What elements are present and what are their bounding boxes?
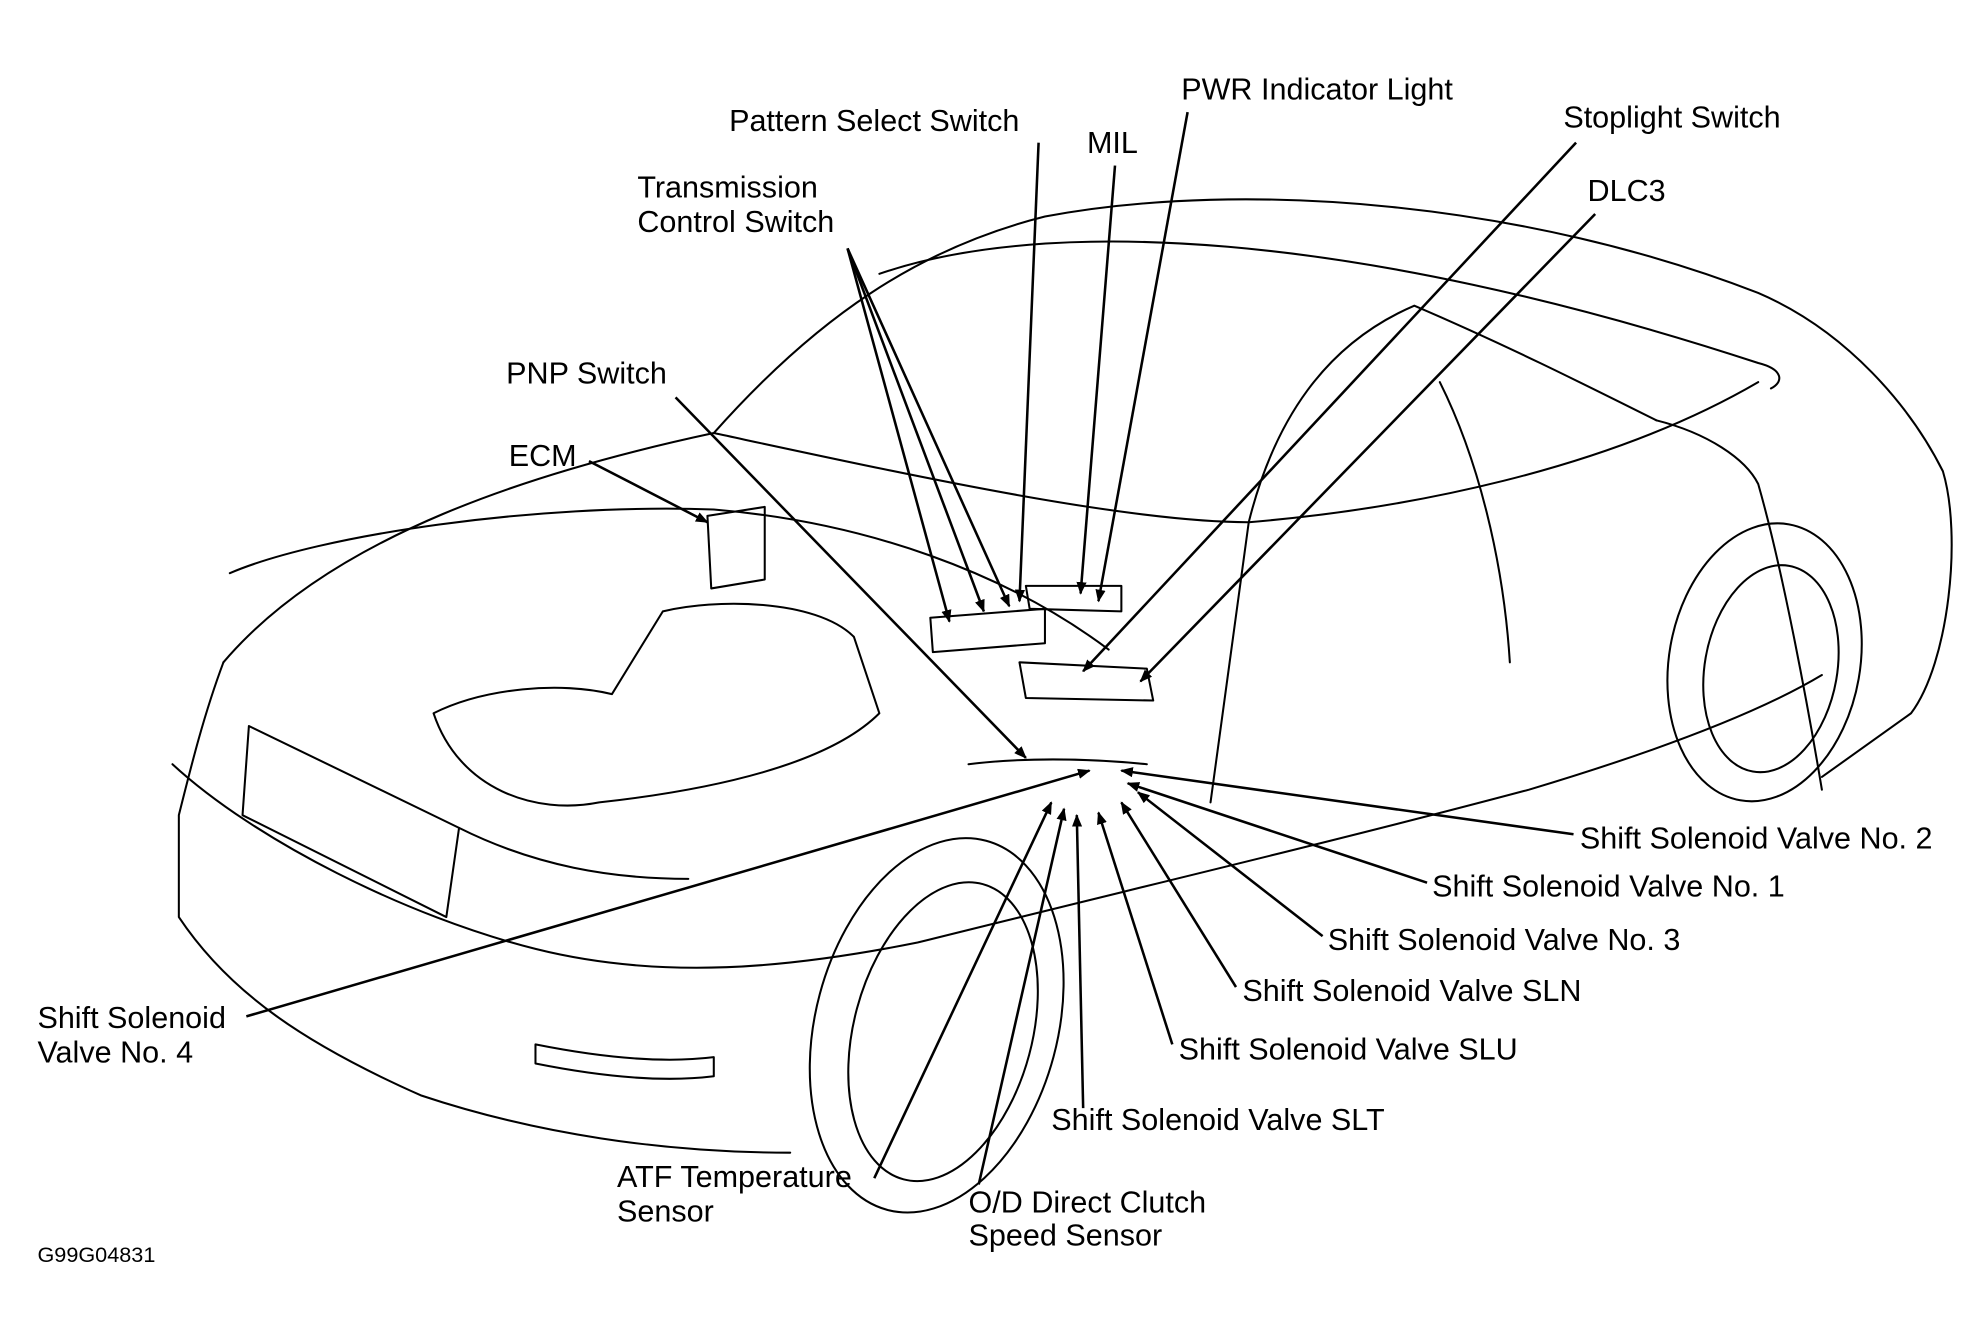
leader-pwr-indicator-light <box>1095 111 1189 603</box>
leader-ssv-no4 <box>245 768 1091 1018</box>
leader-ssv-no1 <box>1126 782 1428 884</box>
label-dlc3: DLC3 <box>1588 174 1666 208</box>
leader-od-direct-clutch-speed-sensor <box>977 807 1067 1185</box>
leader-lines <box>245 111 1597 1185</box>
label-ssv-no4-line1: Shift Solenoid <box>37 1001 226 1035</box>
leader-ssv-slt <box>1071 813 1085 1109</box>
label-ssv-no2: Shift Solenoid Valve No. 2 <box>1580 821 1933 855</box>
leader-ecm <box>588 459 709 524</box>
leader-pattern-select-switch <box>1014 142 1040 603</box>
leader-transmission-control-switch-c <box>846 247 1011 608</box>
label-stoplight-switch: Stoplight Switch <box>1563 100 1780 134</box>
label-ssv-slt: Shift Solenoid Valve SLT <box>1051 1103 1384 1137</box>
leader-ssv-no2 <box>1120 767 1574 836</box>
leader-ssv-no3 <box>1136 791 1324 938</box>
leader-transmission-control-switch-b <box>846 247 986 613</box>
label-od-direct-clutch-line1: O/D Direct Clutch <box>969 1186 1207 1220</box>
label-pattern-select-switch: Pattern Select Switch <box>729 104 1019 138</box>
leader-pnp-switch <box>674 396 1027 759</box>
label-transmission-control-switch-line2: Control Switch <box>637 205 834 239</box>
figure-code: G99G04831 <box>37 1242 155 1267</box>
leader-atf-temperature-sensor <box>873 801 1053 1179</box>
leader-stoplight-switch <box>1082 141 1578 673</box>
label-pnp-switch: PNP Switch <box>506 356 667 390</box>
label-ssv-slu: Shift Solenoid Valve SLU <box>1179 1033 1518 1067</box>
label-od-direct-clutch-line2: Speed Sensor <box>969 1219 1163 1253</box>
ecm-unit <box>706 505 766 590</box>
label-ssv-no3: Shift Solenoid Valve No. 3 <box>1328 923 1681 957</box>
label-ssv-no1: Shift Solenoid Valve No. 1 <box>1432 870 1785 904</box>
leader-ssv-slu <box>1097 811 1174 1045</box>
callout-labels: Pattern Select Switch MIL PWR Indicator … <box>37 72 1932 1267</box>
label-ssv-sln: Shift Solenoid Valve SLN <box>1242 974 1581 1008</box>
label-ssv-no4-line2: Valve No. 4 <box>37 1035 193 1069</box>
leader-dlc3 <box>1139 213 1597 683</box>
car-illustration <box>171 198 1953 1214</box>
label-atf-temperature-sensor-line1: ATF Temperature <box>617 1160 852 1194</box>
label-ecm: ECM <box>509 439 577 473</box>
leader-ssv-sln <box>1120 801 1238 988</box>
label-transmission-control-switch-line1: Transmission <box>637 170 818 204</box>
label-atf-temperature-sensor-line2: Sensor <box>617 1194 714 1228</box>
label-mil: MIL <box>1087 126 1138 160</box>
leader-mil <box>1076 165 1117 595</box>
leader-transmission-control-switch-a <box>846 248 952 623</box>
label-pwr-indicator-light: PWR Indicator Light <box>1181 72 1453 106</box>
